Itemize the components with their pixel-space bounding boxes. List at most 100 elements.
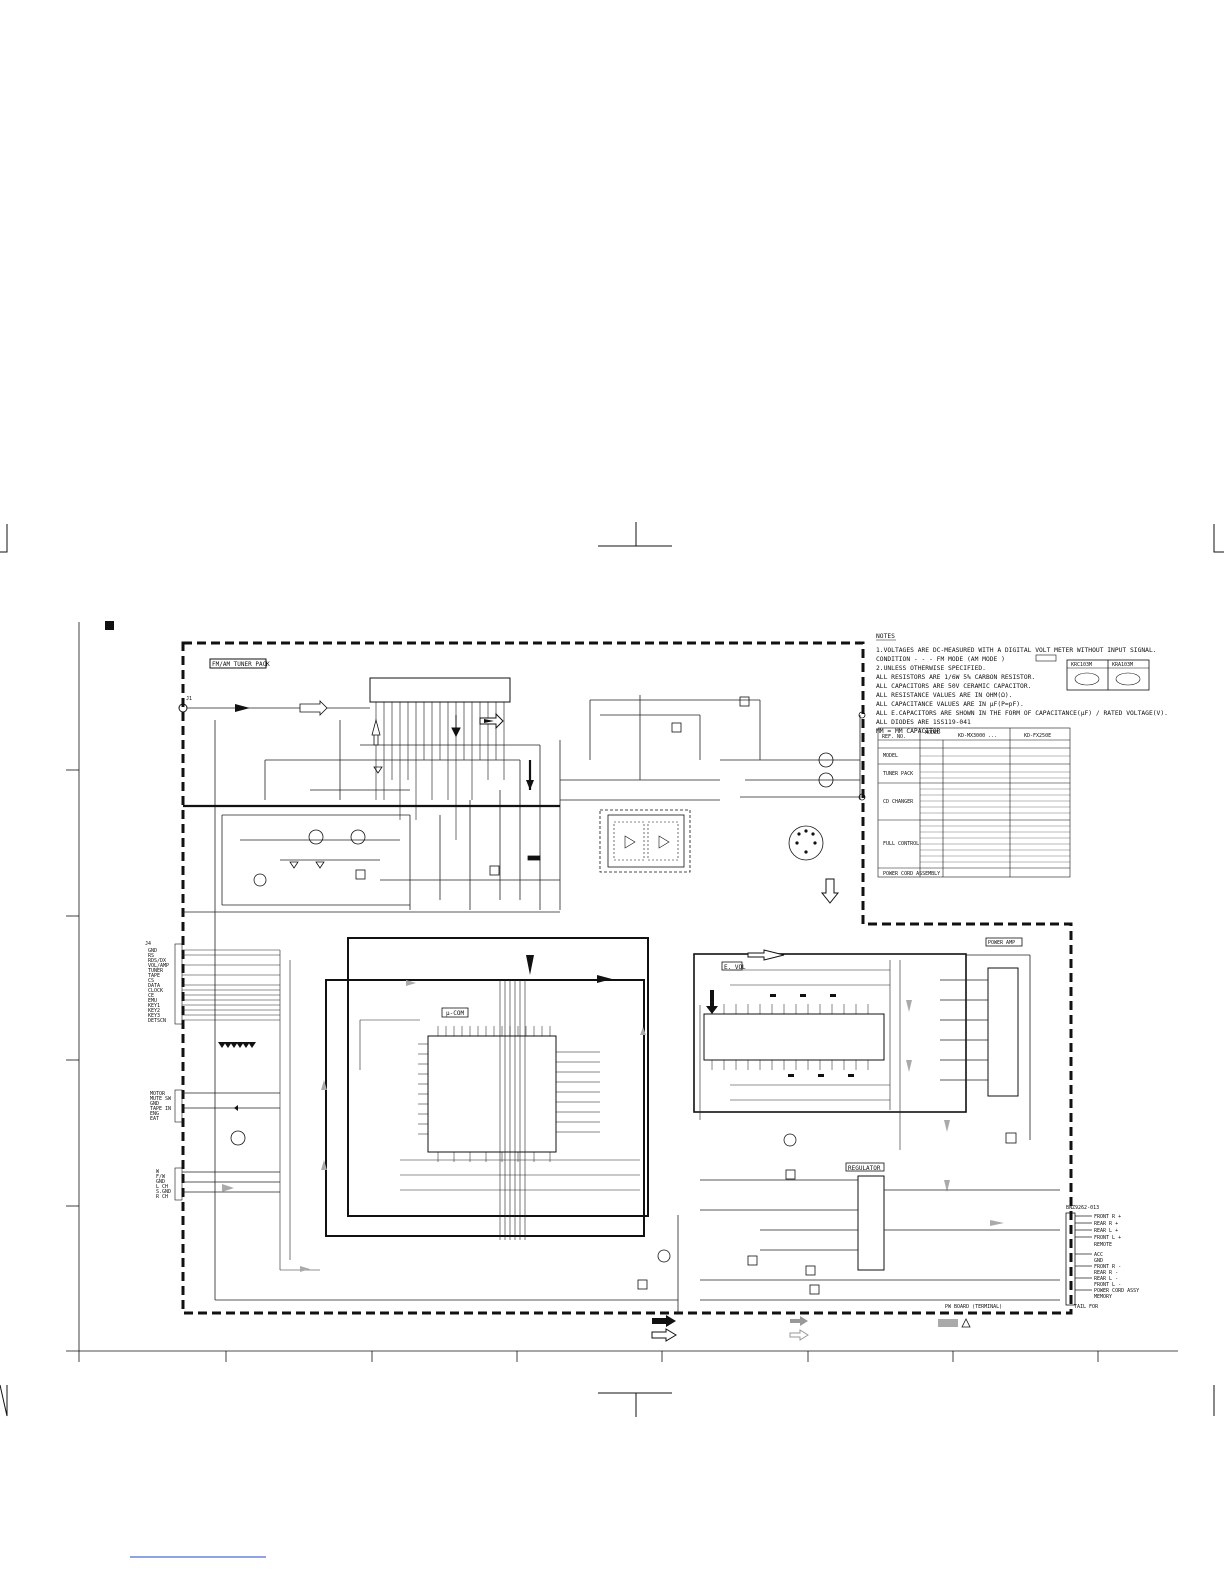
mcu-block: μ-COM (325, 937, 649, 1237)
svg-text:L CH: L CH (156, 1184, 168, 1190)
svg-text:MUTE SW: MUTE SW (150, 1096, 172, 1102)
svg-text:POWER CORD ASSY: POWER CORD ASSY (1094, 1288, 1139, 1294)
svg-text:ALL RESISTORS ARE 1/6W 5% CARB: ALL RESISTORS ARE 1/6W 5% CARBON RESISTO… (876, 674, 1035, 681)
svg-text:TAPE: TAPE (148, 973, 160, 979)
section-bullet (105, 621, 114, 630)
svg-text:2.UNLESS OTHERWISE SPECIFIED.: 2.UNLESS OTHERWISE SPECIFIED. (876, 665, 986, 672)
svg-text:FRONT R -: FRONT R - (1094, 1264, 1121, 1270)
svg-text:EMU: EMU (148, 998, 157, 1004)
svg-text:CS: CS (148, 978, 154, 984)
output-components (671, 696, 866, 861)
svg-text:RDS/DX: RDS/DX (148, 958, 166, 964)
notes-block: NOTES 1.VOLTAGES ARE DC-MEASURED WITH A … (876, 633, 1168, 735)
mcu-title: μ-COM (446, 1010, 464, 1017)
signal-legend (651, 1315, 971, 1342)
svg-text:VOL/AMP: VOL/AMP (148, 963, 169, 969)
left-connector-wires (182, 949, 320, 1271)
tuner-title: FM/AM TUNER PACK (212, 661, 270, 668)
svg-text:FRONT R +: FRONT R + (1094, 1214, 1121, 1220)
svg-text:ACC: ACC (1094, 1252, 1103, 1258)
bottom-note: PW BOARD (TERMINAL) (945, 1304, 1002, 1310)
svg-text:R CH: R CH (156, 1194, 168, 1200)
svg-text:BNZ9262-013: BNZ9262-013 (1066, 1205, 1099, 1211)
parts-table-rows (920, 755, 1070, 863)
legend-tail: TAIL FOR (1074, 1304, 1099, 1310)
mcu-signal-arrows (300, 955, 646, 1272)
evol-wiring (699, 960, 901, 1150)
tuner-circuit (183, 720, 561, 1300)
tuner-thick-path (183, 760, 560, 808)
svg-text:REAR R +: REAR R + (1094, 1221, 1118, 1227)
notes-heading: NOTES (876, 633, 895, 640)
evol-pins (711, 1004, 869, 1070)
diode-array (218, 1042, 256, 1048)
svg-text:ALL CAPACITORS ARE 50V CERAMIC: ALL CAPACITORS ARE 50V CERAMIC CAPACITOR… (876, 683, 1031, 690)
svg-text:KEY1: KEY1 (148, 1003, 160, 1009)
svg-text:GND: GND (156, 1179, 165, 1185)
svg-text:ALL CAPACITANCE VALUES ARE IN: ALL CAPACITANCE VALUES ARE IN μF(P=pF). (876, 701, 1024, 708)
bottom-bus (215, 1215, 1060, 1313)
svg-text:REAR R -: REAR R - (1094, 1270, 1118, 1276)
svg-text:MM = MM CAPACITOR: MM = MM CAPACITOR (876, 728, 941, 735)
svg-text:FRONT L +: FRONT L + (1094, 1235, 1121, 1241)
svg-text:W: W (156, 1169, 160, 1175)
board-outline (181, 641, 1073, 1315)
svg-text:GND: GND (150, 1101, 159, 1107)
output-stage (560, 695, 861, 801)
regulator-block: REGULATOR (637, 1133, 1060, 1295)
svg-text:MODEL: MODEL (925, 730, 940, 736)
din-pins (795, 829, 817, 854)
left-connector: J4 GND RS RDS/DX VOL/AMP TUNER TAPE CS D… (145, 941, 183, 1025)
left-connector-2: MOTOR MUTE SW GND TAPE IN ENG EAT (150, 1089, 280, 1146)
din-arrow (820, 878, 840, 904)
svg-text:REAR L -: REAR L - (1094, 1276, 1118, 1282)
opamp-block (599, 809, 691, 873)
svg-text:J4: J4 (145, 941, 151, 947)
svg-text:TUNER: TUNER (148, 968, 164, 974)
svg-text:EAT: EAT (150, 1116, 159, 1122)
svg-text:S.GND: S.GND (156, 1189, 171, 1195)
svg-text:KRA103M: KRA103M (1112, 662, 1133, 668)
svg-text:FULL CONTROL: FULL CONTROL (883, 841, 919, 847)
svg-text:FRONT L -: FRONT L - (1094, 1282, 1121, 1288)
svg-text:REF. NO.: REF. NO. (882, 734, 906, 740)
transistor-legend: KRC103M KRA103M (1066, 659, 1150, 691)
svg-text:DETSCN: DETSCN (148, 1018, 166, 1024)
svg-text:TAPE IN: TAPE IN (150, 1106, 171, 1112)
svg-text:TUNER PACK: TUNER PACK (883, 771, 913, 777)
svg-text:ENG: ENG (150, 1111, 159, 1117)
svg-text:J1: J1 (186, 696, 192, 702)
svg-text:KEY2: KEY2 (148, 1008, 160, 1014)
svg-text:REAR L +: REAR L + (1094, 1228, 1118, 1234)
svg-text:DATA: DATA (148, 983, 160, 989)
svg-text:KRC103M: KRC103M (1071, 662, 1092, 668)
right-connector: BNZ9262-013 FRONT R + REAR R + REAR L + … (1065, 1205, 1139, 1306)
svg-text:ALL E.CAPACITORS ARE SHOWN IN: ALL E.CAPACITORS ARE SHOWN IN THE FORM O… (876, 710, 1168, 717)
parts-table: MODEL REF. NO. KD-MX3000 ... KD-FX250E M… (877, 727, 1071, 878)
power-amp-title: POWER AMP (988, 940, 1015, 946)
svg-text:MOTOR: MOTOR (150, 1091, 166, 1097)
svg-text:CLOCK: CLOCK (148, 988, 163, 994)
svg-text:CONDITION - - - FM MODE (AM M: CONDITION - - - FM MODE (AM MODE ) (876, 656, 1005, 663)
svg-text:KEY3: KEY3 (148, 1013, 160, 1019)
crop-marks (0, 522, 1224, 1417)
svg-text:ALL RESISTANCE VALUES ARE IN O: ALL RESISTANCE VALUES ARE IN OHM(Ω). (876, 692, 1012, 699)
power-amp-block: POWER AMP (940, 937, 1031, 1144)
svg-text:GND: GND (1094, 1258, 1103, 1264)
svg-text:RS: RS (148, 953, 154, 959)
left-connector-3: W F/W GND L CH S.GND R CH (156, 1167, 280, 1201)
svg-text:REMOTE: REMOTE (1094, 1242, 1112, 1248)
evol-title: E. VOL (724, 964, 746, 971)
evol-block: E. VOL (693, 949, 967, 1113)
frame (66, 622, 1178, 1362)
tuner-components (253, 766, 541, 887)
svg-text:MEMORY: MEMORY (1094, 1294, 1112, 1300)
regulator-title: REGULATOR (848, 1165, 881, 1172)
tuner-pack: FM/AM TUNER PACK J1 (178, 658, 511, 840)
mcu-pins (418, 1026, 600, 1162)
power-amp-signal-arrows (906, 1000, 950, 1192)
svg-text:KD-MX3000 ...: KD-MX3000 ... (958, 733, 997, 739)
svg-text:CD CHANGER: CD CHANGER (883, 799, 914, 805)
svg-text:1.VOLTAGES ARE DC-MEASURED WIT: 1.VOLTAGES ARE DC-MEASURED WITH A DIGITA… (876, 647, 1157, 654)
